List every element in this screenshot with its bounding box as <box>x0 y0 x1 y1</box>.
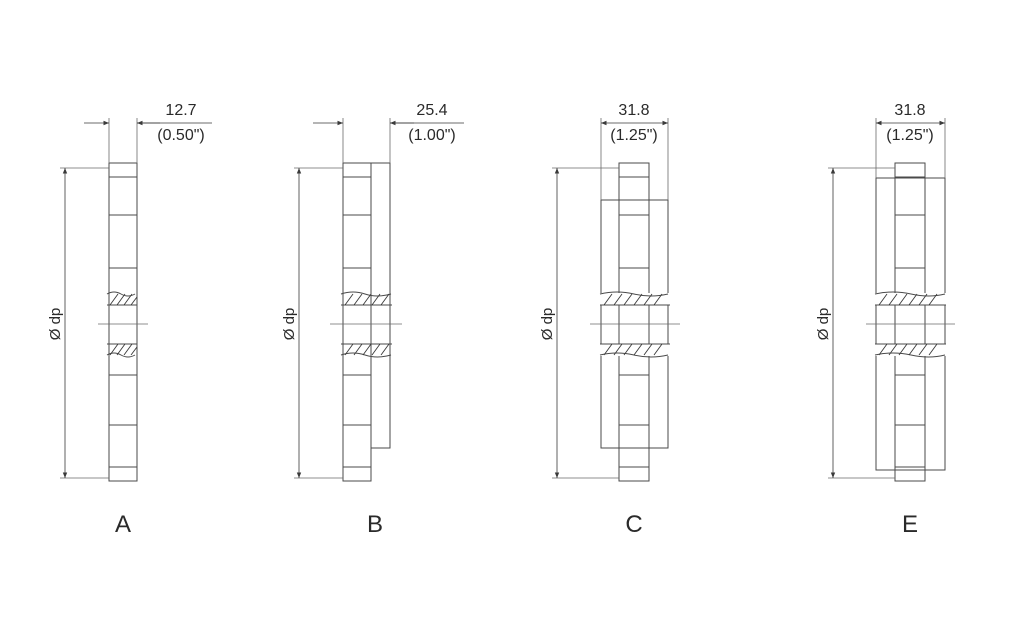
variant-b-width-in: (1.00") <box>408 127 455 144</box>
variant-c-width-in: (1.25") <box>610 127 657 144</box>
variant-a-width-mm: 12.7 <box>165 102 196 119</box>
variant-e-drawing: 31.8 (1.25") Ø dp E <box>815 102 955 538</box>
variant-b-teeth <box>343 176 371 468</box>
variant-b-pulley-body <box>342 162 372 482</box>
variant-a-dp-label: Ø dp <box>47 308 64 341</box>
variant-e-label: E <box>902 511 918 538</box>
variant-c-bore-section <box>599 291 670 358</box>
variant-e-bore-section <box>874 291 946 358</box>
variant-c-label: C <box>625 511 642 538</box>
variant-e-width-mm: 31.8 <box>894 102 925 119</box>
variant-b-dp-label: Ø dp <box>281 308 298 341</box>
variant-e-pulley-body <box>894 162 926 482</box>
variant-a-teeth <box>109 176 137 468</box>
variant-e-width-in: (1.25") <box>886 127 933 144</box>
variant-c-dp-label: Ø dp <box>539 308 556 341</box>
variant-a-width-in: (0.50") <box>157 127 204 144</box>
variant-b-bore-section <box>340 291 392 358</box>
variant-b-width-mm: 25.4 <box>416 102 447 119</box>
variant-e-teeth <box>895 176 925 468</box>
variant-b-drawing: 25.4 (1.00") Ø dp B <box>281 102 464 538</box>
variant-a-bore-section <box>106 291 138 358</box>
variant-a-label: A <box>115 511 131 538</box>
variant-c-width-mm: 31.8 <box>618 102 649 119</box>
variant-c-pulley-body <box>618 162 650 482</box>
variant-c-teeth <box>619 176 649 468</box>
variant-c-drawing: 31.8 (1.25") Ø dp C <box>539 102 680 538</box>
variant-e-dp-label: Ø dp <box>815 308 832 341</box>
variant-a-pulley-body <box>108 162 138 482</box>
variant-b-label: B <box>367 511 383 538</box>
variant-a-drawing: 12.7 (0.50") Ø dp A <box>47 102 212 538</box>
